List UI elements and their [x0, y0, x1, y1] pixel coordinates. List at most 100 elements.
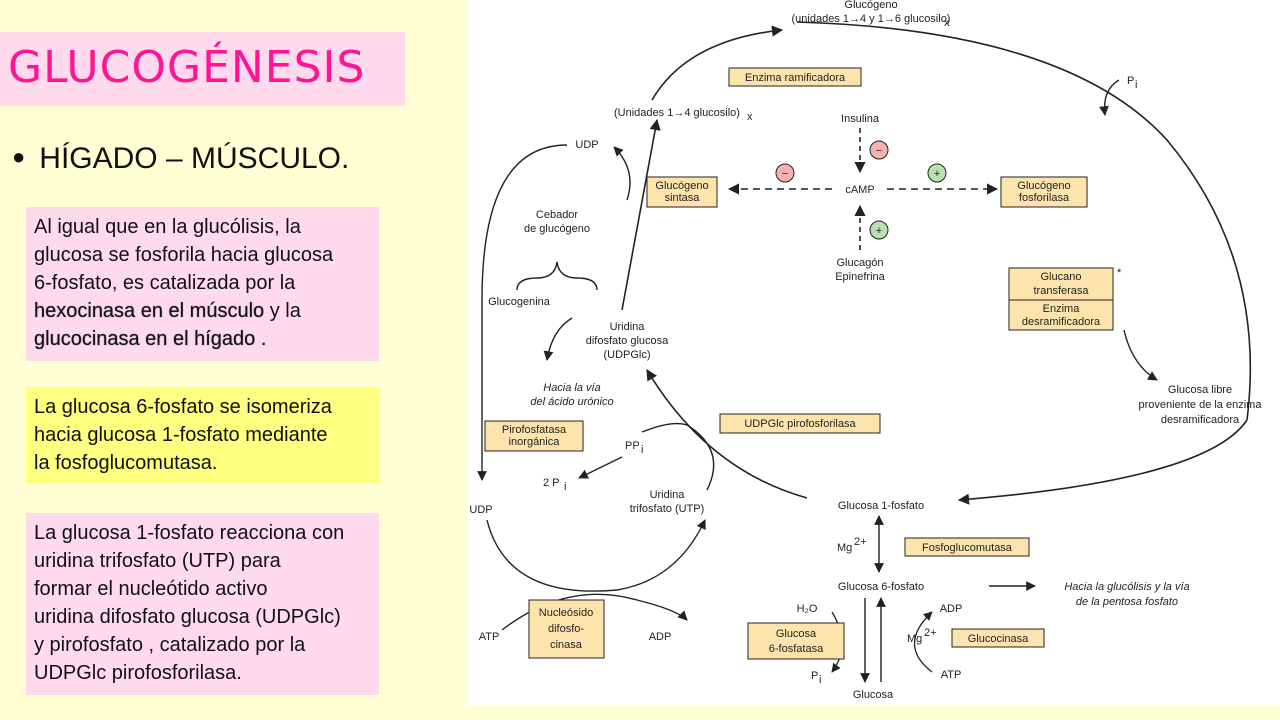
- label-mg-low: Mg: [907, 633, 922, 645]
- label-h2o: H₂O: [797, 603, 818, 615]
- box1-line4: hexocinasa en el músculo y la: [34, 297, 371, 325]
- label-glycogen-units: (unidades 1→4 y 1→6 glucosilo): [792, 13, 951, 25]
- box2-line2: hacia glucosa 1-fosfato mediante: [34, 424, 328, 446]
- arc-udp-top: [613, 146, 631, 201]
- label-gsyn-1: Glucógeno: [655, 180, 708, 192]
- plus-sign-glucagon: +: [876, 225, 882, 237]
- label-free-glucose-3: desramificadora: [1161, 414, 1240, 426]
- box1-line1: Al igual que en la glucólisis, la: [34, 216, 301, 238]
- bullet-text: HÍGADO – MÚSCULO.: [39, 142, 350, 175]
- label-pyroph-2: inorgánica: [509, 436, 561, 448]
- plus-sign-phosphorylase: +: [934, 168, 940, 180]
- label-uronic-1: Hacia la vía: [543, 382, 600, 394]
- primer-brace: [516, 261, 598, 291]
- label-mg-top: Mg: [837, 542, 852, 554]
- label-units-14-sub: x: [747, 111, 753, 123]
- label-ndk-2: difosfo-: [548, 623, 584, 635]
- label-utp-1: Uridina: [650, 489, 686, 501]
- label-udp-top: UDP: [575, 139, 598, 151]
- box1-line4-rest: y la: [264, 300, 301, 322]
- label-udpglc-2: difosfato glucosa: [586, 335, 669, 347]
- enzyme-box-glucan-debranching: [1008, 267, 1114, 331]
- hexokinase-highlight: hexocinasa en el músculo: [34, 300, 265, 322]
- label-mg-low-sup: 2+: [924, 627, 937, 639]
- text-box-glucose-phosphorylation: Al igual que en la glucólisis, la glucos…: [26, 207, 379, 361]
- label-units-14: (Unidades 1→4 glucosilo): [614, 107, 740, 119]
- label-glycogen-sub: x: [944, 17, 950, 29]
- label-g6pase-1: Glucosa: [776, 628, 817, 640]
- label-asterisk: *: [1117, 267, 1122, 279]
- label-atp-left: ATP: [479, 631, 500, 643]
- label-debranch-2: desramificadora: [1022, 316, 1101, 328]
- label-pi-low-sub: i: [819, 674, 821, 686]
- label-2pi: 2 P: [543, 477, 560, 489]
- minus-sign-synthase: −: [782, 168, 788, 180]
- label-ppi: PP: [625, 440, 640, 452]
- minus-circle-synthase: [775, 163, 795, 183]
- arc-uronic: [543, 317, 573, 361]
- label-branching-enzyme: Enzima ramificadora: [745, 72, 846, 84]
- label-primer-1: Cebador: [536, 209, 579, 221]
- arc-glucose-free: [1123, 329, 1158, 381]
- label-pi-top: P: [1127, 75, 1134, 87]
- label-uronic-2: del ácido urónico: [530, 396, 613, 408]
- label-utp-2: trifosfato (UTP): [630, 503, 705, 515]
- label-adp-right: ADP: [940, 603, 963, 615]
- box1-line3: 6-fosfato, es catalizada por la: [34, 272, 296, 294]
- label-pi-top-sub: i: [1135, 79, 1137, 91]
- label-primer-2: de glucógeno: [524, 223, 590, 235]
- label-atp-right: ATP: [941, 669, 962, 681]
- label-ndk-3: cinasa: [550, 639, 583, 651]
- label-pyroph-1: Pirofosfatasa: [502, 424, 567, 436]
- label-glucagon: Glucagón: [836, 257, 883, 269]
- enzyme-box-glycogen-synthase: [646, 176, 718, 208]
- label-camp: cAMP: [845, 184, 874, 196]
- label-to-glycolysis-2: de la pentosa fosfato: [1076, 596, 1178, 608]
- label-epinephrine: Epinefrina: [835, 271, 885, 283]
- box3-line3: formar el nucleótido activo: [34, 578, 268, 600]
- enzyme-box-glucokinase: [951, 628, 1045, 648]
- enzyme-box-phosphoglucomutase: [904, 537, 1030, 557]
- label-glycogen: Glucógeno: [844, 0, 897, 11]
- arrow-ppi-2pi: [578, 456, 623, 479]
- arc-udp-utp: [486, 519, 706, 592]
- label-glucokinase: Glucocinasa: [968, 633, 1029, 645]
- label-ndk-1: Nucleósido: [539, 607, 593, 619]
- bullet-item: ● HÍGADO – MÚSCULO.: [12, 142, 349, 176]
- text-box-isomerization: La glucosa 6-fosfato se isomeriza hacia …: [26, 387, 379, 483]
- box3-line6: UDPGlc pirofosforilasa.: [34, 662, 242, 684]
- label-g6p: Glucosa 6-fosfato: [838, 581, 924, 593]
- box1-line5: glucocinasa en el hígado .: [34, 325, 371, 353]
- pathway-svg: − − + + Glucógeno (unidades 1→4 y 1→6 gl…: [469, 0, 1263, 701]
- arc-udpglc-to-units: [621, 118, 661, 311]
- label-free-glucose-1: Glucosa libre: [1168, 384, 1232, 396]
- label-udpglc-3: (UDPGlc): [603, 349, 650, 361]
- label-udpglc-1: Uridina: [610, 321, 646, 333]
- plus-circle-phosphorylase: [927, 163, 947, 183]
- box3-line1: La glucosa 1-fosfato reacciona con: [34, 522, 345, 544]
- label-udp-bottom: UDP: [469, 504, 492, 516]
- label-gphos-1: Glucógeno: [1017, 180, 1070, 192]
- arc-pi-in: [1099, 79, 1120, 116]
- enzyme-box-pyrophosphatase: [484, 420, 584, 452]
- bullet-dot-icon: ●: [12, 144, 26, 169]
- box3-line2: uridina trifosfato (UTP) para: [34, 550, 281, 572]
- arc-to-g1p: [957, 419, 1248, 505]
- label-udpglc-pyrophosphorylase: UDPGlc pirofosforilasa: [744, 418, 856, 430]
- label-adp-left: ADP: [649, 631, 672, 643]
- label-gsyn-2: sintasa: [665, 192, 701, 204]
- label-g1p: Glucosa 1-fosfato: [838, 500, 924, 512]
- label-free-glucose-2: proveniente de la enzima: [1139, 399, 1263, 411]
- enzyme-box-udpglc-pyrophosphorylase: [719, 413, 881, 434]
- arc-atp-adp-right: [913, 611, 933, 673]
- label-insulin: Insulina: [841, 113, 880, 125]
- enzyme-box-branching: [728, 67, 862, 87]
- minus-sign-insulin: −: [876, 145, 882, 157]
- label-glucan-2: transferasa: [1033, 285, 1089, 297]
- label-glucose: Glucosa: [853, 689, 894, 701]
- arc-udp-left: [477, 144, 568, 481]
- arc-utp: [641, 422, 715, 491]
- box1-line2: glucosa se fosforila hacia glucosa: [34, 244, 334, 266]
- box2-line1: La glucosa 6-fosfato se isomeriza: [34, 396, 332, 418]
- label-phosphoglucomutase: Fosfoglucomutasa: [922, 542, 1013, 554]
